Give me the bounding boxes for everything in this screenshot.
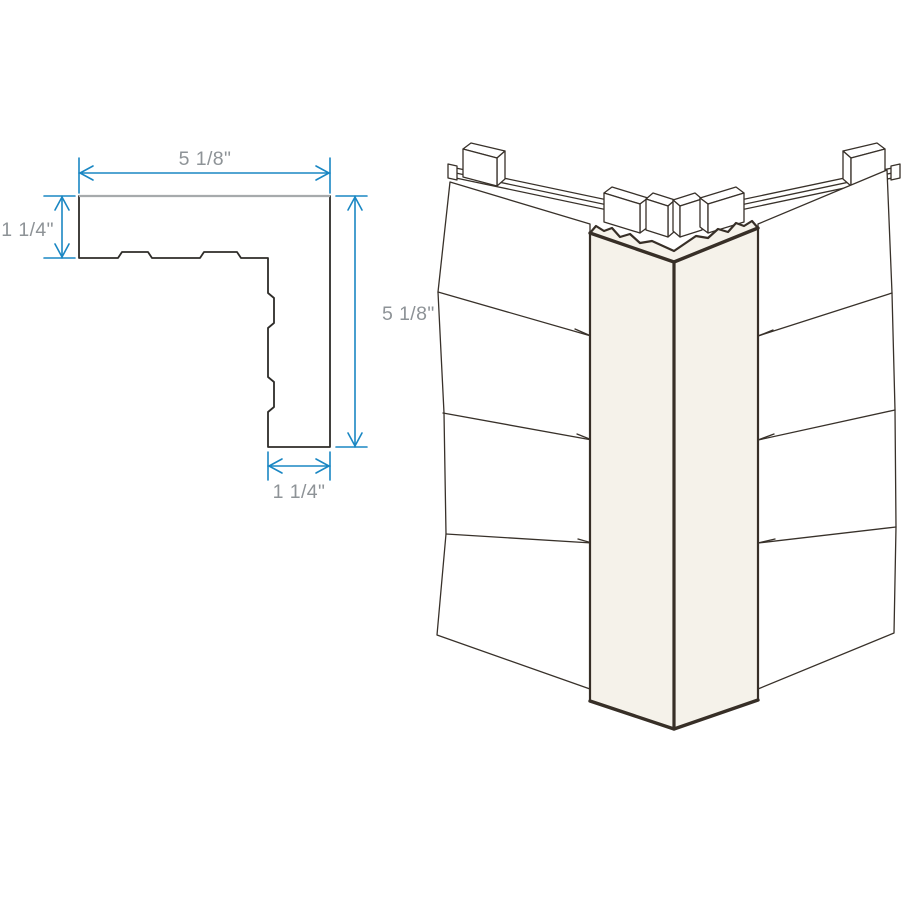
- arrow-up: [54, 195, 70, 211]
- right-wall: [757, 169, 897, 690]
- furring-block-corner-left: [603, 186, 649, 234]
- dimension-label-right: 5 1/8": [382, 303, 435, 325]
- block-side: [842, 150, 852, 187]
- dimension-left: [43, 195, 76, 259]
- furring-block-far-left: [462, 142, 506, 187]
- block-front: [679, 198, 703, 238]
- extension-lines: [335, 195, 368, 448]
- post-left-face: [588, 231, 676, 731]
- profile-drawing: 5 1/8" 1 1/4" 5 1/8" 1 1/4": [1, 148, 434, 503]
- siding-board-line: [757, 526, 897, 544]
- siding-board-line: [445, 533, 593, 544]
- post-right-face: [672, 226, 760, 731]
- dimension-label-left: 1 1/4": [1, 219, 54, 241]
- rail-end-cap-right: [890, 163, 901, 181]
- dimension-label-top: 5 1/8": [179, 148, 232, 170]
- wall-outline: [757, 169, 897, 690]
- furring-block-corner-inner-left: [645, 192, 676, 238]
- siding-board-line: [757, 409, 896, 441]
- siding-board-line: [437, 291, 592, 337]
- furring-block-corner-inner-right: [672, 192, 703, 238]
- profile-shape-fill: [79, 196, 330, 447]
- siding-board-line: [442, 412, 593, 441]
- dimension-top: [78, 157, 331, 194]
- arrow-right: [315, 458, 331, 474]
- arrow-down: [347, 432, 363, 448]
- post-bottom-bevel-edge: [588, 698, 760, 731]
- arrow-down: [54, 243, 70, 259]
- installed-illustration: [436, 142, 901, 731]
- arrow-right: [315, 165, 331, 181]
- profile-outline: [78, 195, 331, 448]
- arrow-left: [78, 165, 94, 181]
- block-side: [699, 197, 709, 234]
- extension-lines: [78, 157, 331, 194]
- arrow-left: [267, 458, 283, 474]
- siding-board-line: [757, 292, 893, 337]
- post-top-cross-section: [588, 219, 760, 264]
- dimension-right: [335, 195, 368, 448]
- block-front: [645, 198, 669, 238]
- block-side: [672, 199, 681, 238]
- block-front: [603, 192, 641, 234]
- corner-post: [588, 219, 760, 731]
- dimension-label-bottom: 1 1/4": [273, 481, 326, 503]
- rail-end-cap-left: [447, 163, 458, 181]
- arrow-up: [347, 195, 363, 211]
- block-side: [496, 150, 506, 187]
- dimension-bottom: [267, 451, 331, 481]
- extension-lines: [43, 195, 76, 259]
- block-front: [462, 148, 498, 187]
- left-wall: [436, 181, 593, 690]
- siding-lap-step: [757, 329, 776, 544]
